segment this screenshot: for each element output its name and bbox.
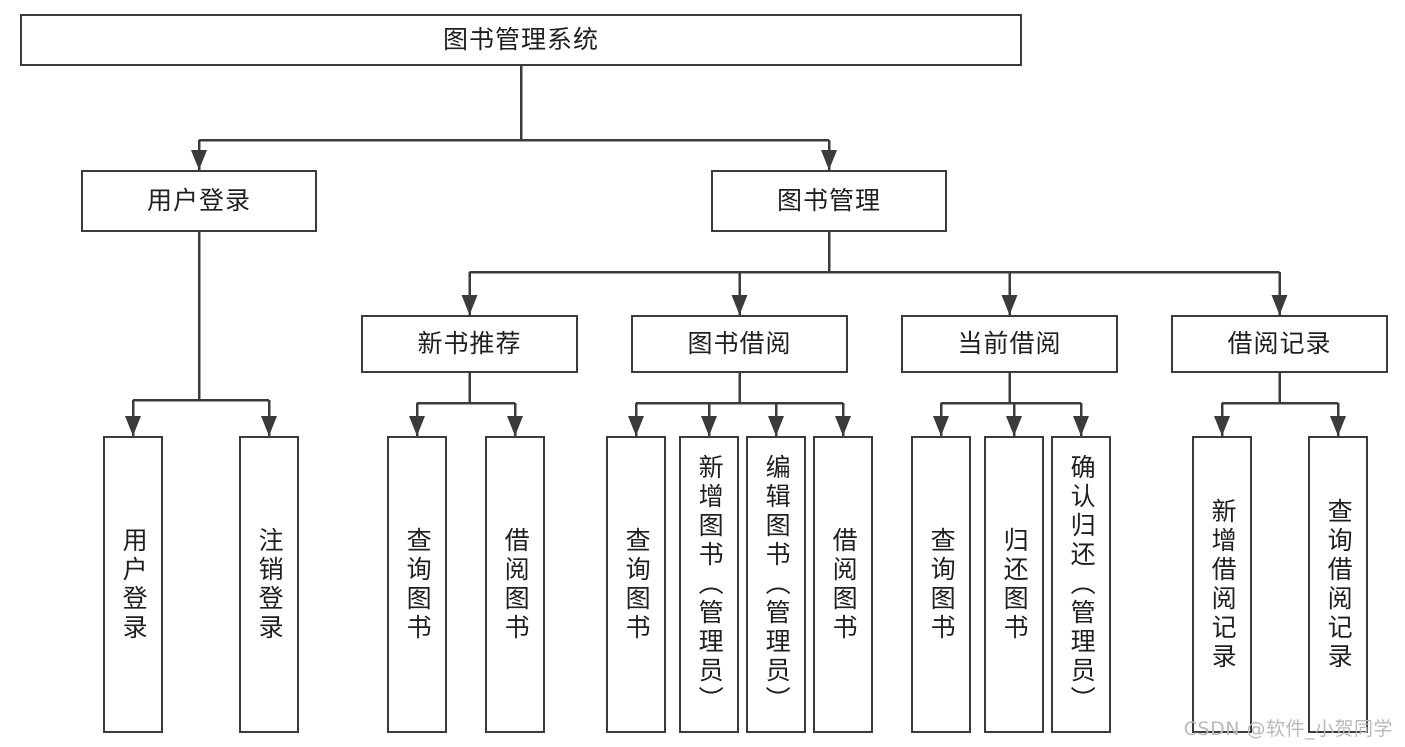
node-label: 图书管理系统 [442,24,599,54]
node-label: 新增图书（管理员） [695,454,725,715]
node-label: 编辑图书（管理员） [762,454,792,715]
leaf-current-query-books[interactable]: 查询图书 [911,436,971,733]
node-label: 注销登录 [255,526,285,643]
node-label: 借阅记录 [1227,328,1332,358]
node-label: 归还图书 [1000,526,1030,643]
node-label: 新增借阅记录 [1208,497,1238,672]
node-label: 图书借阅 [687,328,792,358]
node-label: 新书推荐 [417,328,522,358]
node-label: 图书管理 [776,185,881,215]
leaf-borrow-edit-book-admin[interactable]: 编辑图书（管理员） [746,436,806,733]
node-label: 查询图书 [622,526,652,643]
leaf-borrow-query-books[interactable]: 查询图书 [606,436,666,733]
node-label: 借阅图书 [501,526,531,643]
leaf-user-login[interactable]: 用户登录 [103,436,163,733]
node-label: 查询图书 [927,526,957,643]
node-label: 确认归还（管理员） [1067,454,1097,715]
leaf-borrow-borrow-books[interactable]: 借阅图书 [813,436,873,733]
leaf-records-add-record[interactable]: 新增借阅记录 [1192,436,1252,733]
node-book-borrow[interactable]: 图书借阅 [631,315,848,373]
leaf-current-return-books[interactable]: 归还图书 [984,436,1044,733]
node-label: 查询借阅记录 [1324,497,1354,672]
leaf-current-confirm-return-admin[interactable]: 确认归还（管理员） [1051,436,1111,733]
leaf-records-query-record[interactable]: 查询借阅记录 [1308,436,1368,733]
node-root[interactable]: 图书管理系统 [20,14,1022,66]
leaf-logout[interactable]: 注销登录 [239,436,299,733]
node-new-book-recommend[interactable]: 新书推荐 [361,315,578,373]
node-user-login[interactable]: 用户登录 [81,170,317,232]
node-borrow-records[interactable]: 借阅记录 [1171,315,1388,373]
leaf-newbook-query-books[interactable]: 查询图书 [387,436,447,733]
node-book-management[interactable]: 图书管理 [711,170,947,232]
leaf-borrow-add-book-admin[interactable]: 新增图书（管理员） [679,436,739,733]
node-label: 用户登录 [119,526,149,643]
node-label: 借阅图书 [829,526,859,643]
csdn-watermark: CSDN @软件_小贺同学 [1183,718,1393,740]
node-label: 查询图书 [403,526,433,643]
node-label: 当前借阅 [957,328,1062,358]
node-label: 用户登录 [146,185,251,215]
leaf-newbook-borrow-books[interactable]: 借阅图书 [485,436,545,733]
node-current-borrow[interactable]: 当前借阅 [901,315,1118,373]
